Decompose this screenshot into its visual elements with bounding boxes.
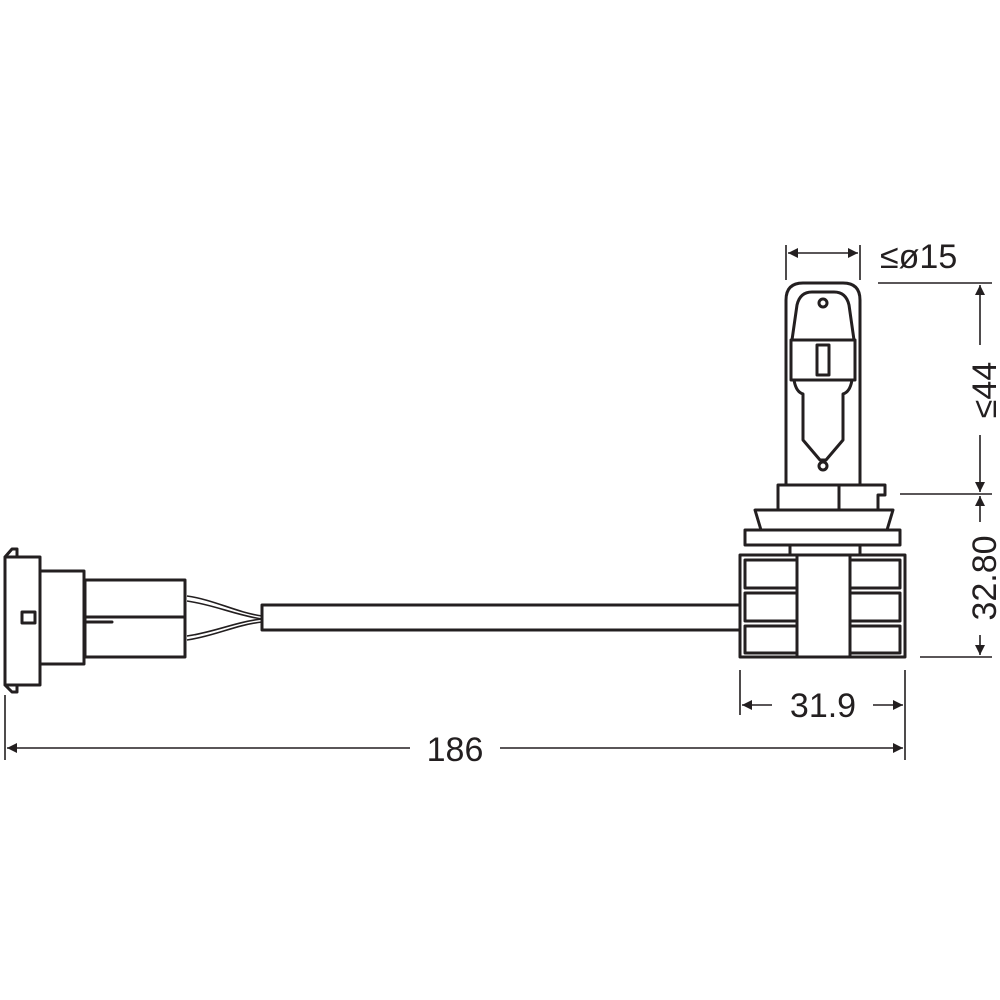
base-height-label: 32.80 [966,535,1000,620]
bulb-height-label: ≤44 [966,362,1000,418]
total-length-label: 186 [427,731,484,769]
heat-sink [738,553,907,659]
dimension-base-height: 32.80 [966,496,1000,655]
base-width-label: 31.9 [790,687,856,725]
dimension-bulb-height: ≤44 [878,282,1000,658]
bulb-base [743,483,902,557]
dimension-diameter: ≤ø15 [785,238,957,280]
bulb-glass [784,281,862,487]
wires [186,595,263,641]
dimension-total-length: 186 [4,695,903,769]
diameter-label: ≤ø15 [880,238,957,276]
dimension-base-width: 31.9 [739,670,906,760]
cable [260,603,742,632]
connector-plug [3,547,187,694]
